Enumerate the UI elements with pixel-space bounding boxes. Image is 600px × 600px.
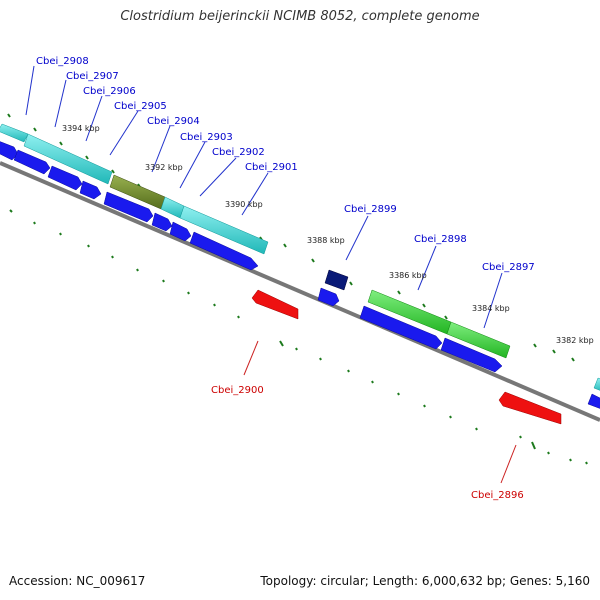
- gene-feature: [446, 321, 511, 359]
- gene-label-cbei-2898: Cbei_2898: [414, 234, 467, 245]
- gene-label-cbei-2900: Cbei_2900: [211, 385, 264, 396]
- gene-feature: [593, 377, 600, 391]
- gene-labels: Cbei_2908 Cbei_2907 Cbei_2906 Cbei_2905 …: [36, 56, 535, 501]
- kbp-label: 3386 kbp: [389, 271, 427, 280]
- kbp-label: 3392 kbp: [145, 163, 183, 172]
- gene-label-cbei-2905: Cbei_2905: [114, 101, 167, 112]
- kbp-label: 3388 kbp: [307, 236, 345, 245]
- cds-arrow: [13, 149, 51, 175]
- cds-arrow: [317, 287, 340, 307]
- gene-feature: [179, 205, 269, 255]
- cds-arrow: [587, 393, 600, 409]
- cds-arrow: [359, 305, 443, 350]
- genome-summary-text: Topology: circular; Length: 6,000,632 bp…: [260, 574, 590, 588]
- gene-label-cbei-2907: Cbei_2907: [66, 71, 119, 82]
- gene-label-cbei-2906: Cbei_2906: [83, 86, 136, 97]
- gene-feature: [23, 133, 113, 185]
- cds-reverse-arrows[interactable]: [251, 289, 562, 425]
- cds-arrow: [251, 289, 299, 320]
- kbp-label: 3382 kbp: [556, 336, 594, 345]
- accession-text: Accession: NC_009617: [9, 574, 146, 588]
- leader-lines: [25, 65, 517, 484]
- gene-label-cbei-2902: Cbei_2902: [212, 147, 265, 158]
- cds-arrow: [103, 191, 154, 223]
- gene-features[interactable]: [0, 123, 600, 392]
- cds-arrow: [151, 212, 173, 232]
- cds-arrow: [47, 165, 83, 191]
- genome-backbone: [0, 161, 600, 422]
- upper-tick-row: [7, 113, 575, 362]
- gene-label-cbei-2897: Cbei_2897: [482, 262, 535, 273]
- kbp-label: 3394 kbp: [62, 124, 100, 133]
- cds-arrow: [440, 337, 503, 373]
- gene-feature: [324, 269, 349, 291]
- gene-label-cbei-2908: Cbei_2908: [36, 56, 89, 67]
- cds-arrow: [79, 180, 102, 200]
- kbp-label: 3384 kbp: [472, 304, 510, 313]
- map-title: Clostridium beijerinckii NCIMB 8052, com…: [120, 9, 480, 24]
- cds-arrow: [169, 221, 192, 242]
- cds-forward-arrows[interactable]: [0, 140, 600, 410]
- gene-label-cbei-2899: Cbei_2899: [344, 204, 397, 215]
- gene-feature: [160, 196, 185, 219]
- gene-label-cbei-2904: Cbei_2904: [147, 116, 200, 127]
- kbp-scale: 3394 kbp 3392 kbp 3390 kbp 3388 kbp 3386…: [62, 124, 594, 345]
- gene-feature: [0, 123, 29, 143]
- lower-tick-row: [9, 209, 588, 465]
- gene-label-cbei-2896: Cbei_2896: [471, 490, 524, 501]
- cds-arrow: [189, 231, 259, 271]
- gene-label-cbei-2903: Cbei_2903: [180, 132, 233, 143]
- cds-arrow: [498, 391, 562, 425]
- gene-label-cbei-2901: Cbei_2901: [245, 162, 298, 173]
- kbp-label: 3390 kbp: [225, 200, 263, 209]
